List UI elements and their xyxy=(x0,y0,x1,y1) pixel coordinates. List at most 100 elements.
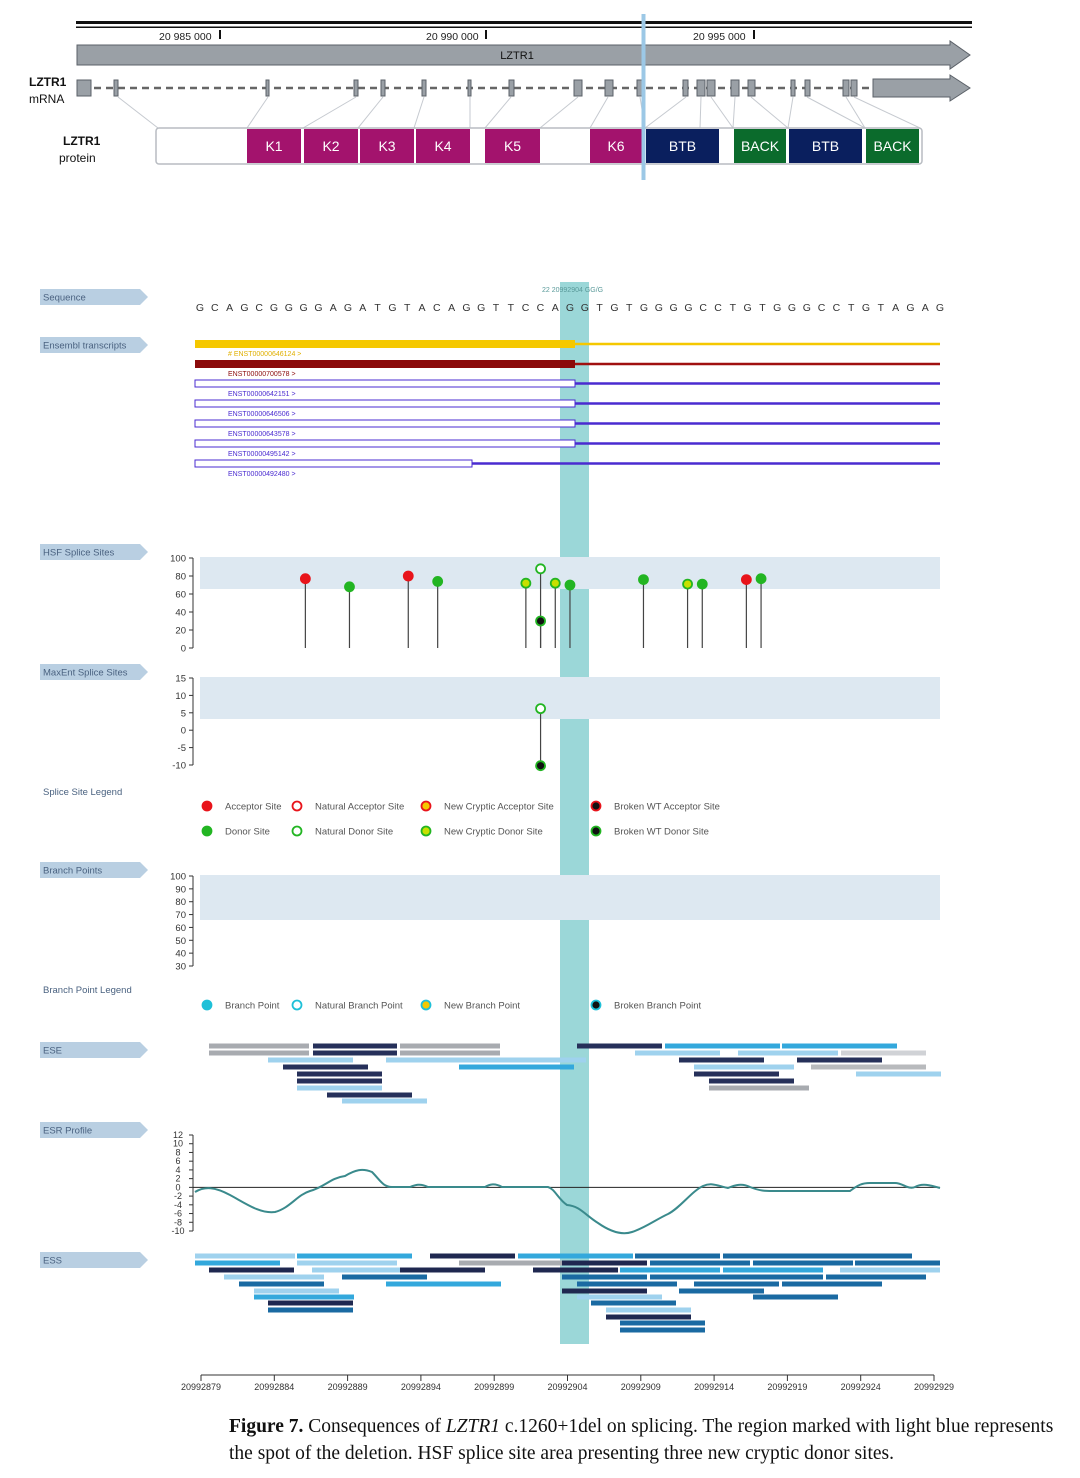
exon-17 xyxy=(790,79,796,97)
base-21: T xyxy=(493,302,500,314)
hsf-tick-label-2: 80 xyxy=(175,572,186,583)
coord-label-1: 20 985 000 xyxy=(159,31,212,43)
connector-7 xyxy=(484,96,512,129)
ese-motif-bar-19 xyxy=(635,1050,720,1056)
domain-btb-9 xyxy=(789,129,862,163)
base-20: G xyxy=(477,302,485,314)
ess-motif-bar-40 xyxy=(268,1300,353,1306)
mrna-label-gene: LZTR1 xyxy=(29,75,67,89)
legend-label-7: New Cryptic Donor Site xyxy=(444,827,543,838)
exon-8 xyxy=(508,79,515,97)
branch-tick-label-6: 50 xyxy=(175,936,186,947)
legend-label-3: New Cryptic Acceptor Site xyxy=(444,802,554,813)
ess-motif-bar-5 xyxy=(635,1253,720,1259)
legend-marker-8 xyxy=(590,825,602,837)
base-42: G xyxy=(803,302,811,314)
hsf-new-cryptic-donor-site xyxy=(682,578,693,590)
ess-motif-bar-31 xyxy=(694,1281,779,1287)
domain-k5-5 xyxy=(485,129,540,163)
x-tick-label-1: 20992879 xyxy=(181,1382,221,1392)
maxent-threshold-band xyxy=(200,677,940,719)
deletion-marker-line xyxy=(641,14,646,180)
ess-motif-bar-2 xyxy=(297,1253,412,1259)
connector-19 xyxy=(853,96,921,129)
ess-motif-bar-4 xyxy=(518,1253,633,1259)
gene-arrow xyxy=(76,40,971,70)
legend-marker-6 xyxy=(291,825,303,837)
branch-tick-label-4: 70 xyxy=(175,910,186,921)
base-45: T xyxy=(848,302,855,314)
ensembl-tag xyxy=(40,337,148,353)
connector-18 xyxy=(845,96,866,129)
maxent-tick-label-4: 0 xyxy=(181,726,186,737)
esr-tick-label-2: 10 xyxy=(173,1139,183,1149)
esr-tick-label-11: -8 xyxy=(174,1217,182,1227)
x-tick-label-7: 20992909 xyxy=(621,1382,661,1392)
ese-motif-bar-25 xyxy=(811,1064,926,1070)
ess-motif-bar-32 xyxy=(782,1281,882,1287)
connector-3 xyxy=(302,96,357,129)
ess-motifs xyxy=(195,1253,940,1333)
ess-motif-bar-30 xyxy=(577,1281,677,1287)
ess-motif-bar-44 xyxy=(620,1320,705,1326)
transcript-4-id: ENST00000646506 > xyxy=(228,411,296,418)
ese-motif-bar-11 xyxy=(297,1071,382,1077)
ess-motif-bar-13 xyxy=(753,1260,853,1266)
base-14: G xyxy=(388,302,396,314)
maxent-tick-label-3: 5 xyxy=(181,708,186,719)
maxent-broken-wt-donor-site xyxy=(535,760,546,772)
ess-motif-bar-45 xyxy=(620,1327,705,1333)
base-13: T xyxy=(374,302,381,314)
ese-motif-bar-4 xyxy=(209,1050,309,1056)
base-44: C xyxy=(833,302,841,314)
ess-motif-bar-27 xyxy=(826,1274,926,1280)
coord-label-3: 20 995 000 xyxy=(693,31,746,43)
legend-label-6: Natural Donor Site xyxy=(315,827,393,838)
esr-tick-label-9: -4 xyxy=(174,1200,182,1210)
ese-motif-bar-17 xyxy=(665,1043,780,1049)
ese-motif-bar-20 xyxy=(738,1050,838,1056)
base-46: G xyxy=(862,302,870,314)
branch-legend-marker-4 xyxy=(590,999,602,1011)
base-7: G xyxy=(285,302,293,314)
esr-profile-line xyxy=(194,1168,941,1235)
ess-motif-bar-38 xyxy=(577,1294,662,1300)
ese-motif-bar-6 xyxy=(400,1050,500,1056)
branch-tick-label-5: 60 xyxy=(175,923,186,934)
ese-motif-bar-18 xyxy=(782,1043,897,1049)
coord-tick-3 xyxy=(753,30,755,39)
base-36: C xyxy=(714,302,722,314)
ess-motif-bar-29 xyxy=(386,1281,501,1287)
branch-tick-label-2: 90 xyxy=(175,884,186,895)
ess-motif-bar-34 xyxy=(562,1288,647,1294)
maxent-label: MaxEnt Splice Sites xyxy=(43,668,128,679)
domain-label-2: K2 xyxy=(322,138,339,154)
ess-tag xyxy=(40,1252,148,1268)
x-tick-label-6: 20992904 xyxy=(547,1382,587,1392)
base-15: T xyxy=(404,302,411,314)
protein-label-gene: LZTR1 xyxy=(63,134,101,148)
ess-motif-bar-12 xyxy=(650,1260,750,1266)
base-12: A xyxy=(359,302,366,314)
ess-motif-bar-21 xyxy=(840,1267,940,1273)
ess-motif-bar-36 xyxy=(753,1294,838,1300)
connector-12 xyxy=(699,96,702,129)
base-2: C xyxy=(211,302,219,314)
ese-motif-bar-9 xyxy=(283,1064,368,1070)
exon-16 xyxy=(747,79,756,97)
exon-group xyxy=(76,79,858,97)
ess-motif-bar-22 xyxy=(224,1274,324,1280)
hsf-tick-label-4: 40 xyxy=(175,608,186,619)
base-5: C xyxy=(255,302,263,314)
sequence-label: Sequence xyxy=(43,293,86,304)
base-28: T xyxy=(596,302,603,314)
connector-9 xyxy=(589,96,609,129)
exon-19 xyxy=(842,79,850,97)
branch-tick-label-8: 30 xyxy=(175,962,186,973)
base-49: G xyxy=(906,302,914,314)
sequence-tag xyxy=(40,289,148,305)
hsf-donor-site xyxy=(696,578,708,590)
